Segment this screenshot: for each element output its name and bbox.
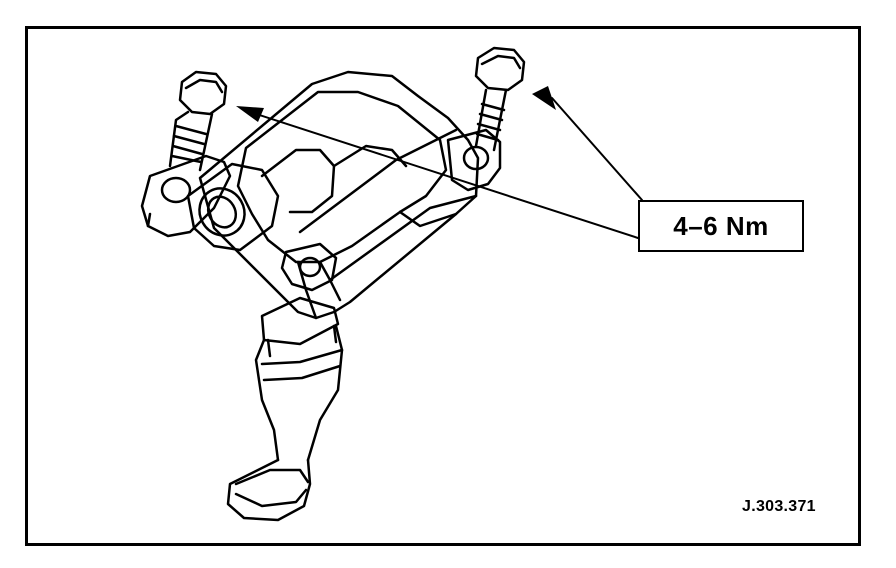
left-bolt — [168, 70, 228, 172]
leader-lines — [243, 97, 643, 239]
electrical-connector — [186, 162, 280, 252]
figure-frame — [25, 26, 861, 546]
front-mounting-ear — [280, 242, 338, 292]
figure-reference-number: J.303.371 — [742, 498, 816, 515]
leader-line-right-bolt — [551, 97, 643, 201]
torque-label: 4–6 Nm — [673, 210, 769, 241]
arrowhead-right-bolt — [532, 86, 556, 110]
spark-plug-boot — [226, 296, 344, 522]
right-bolt — [474, 46, 526, 152]
torque-callout-box: 4–6 Nm — [638, 200, 804, 252]
leader-line-left-bolt — [243, 109, 639, 239]
arrowhead-left-bolt — [236, 106, 264, 122]
coil-housing — [198, 70, 480, 320]
